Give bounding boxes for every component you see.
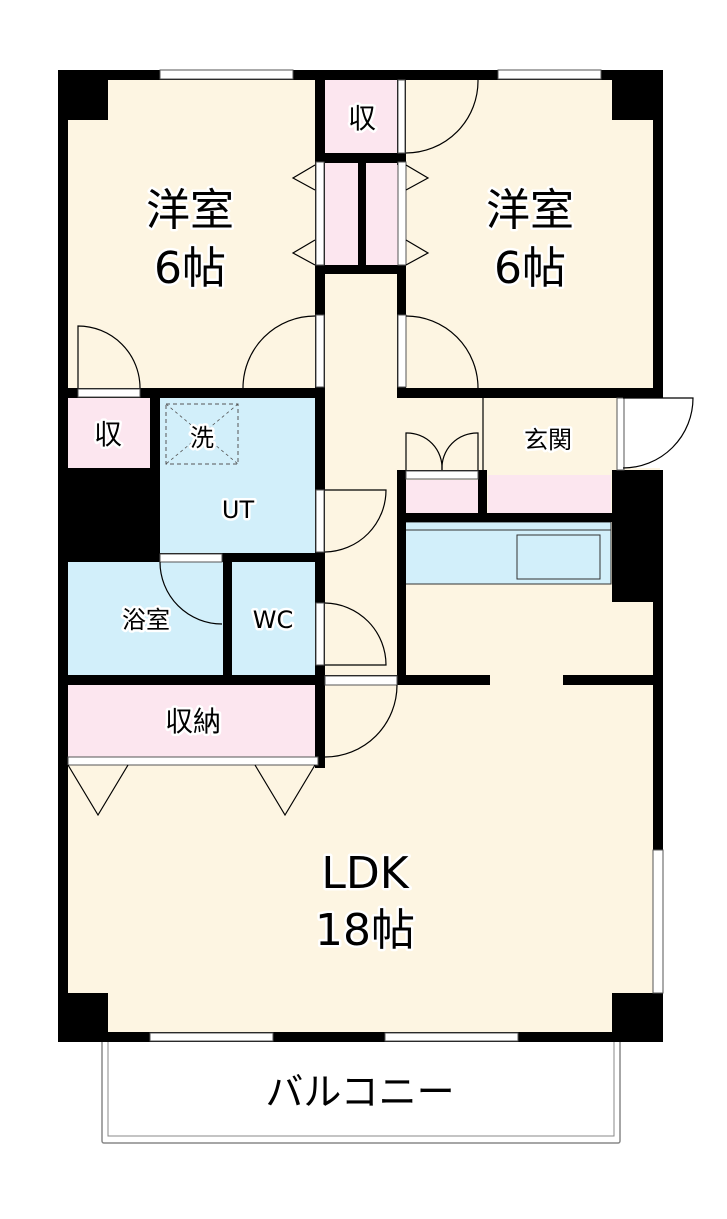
shoe-closet-left[interactable] (405, 480, 478, 515)
toilet-label: WC (253, 606, 294, 634)
storage-label: 収納 (165, 705, 221, 738)
closet-mid-right[interactable] (365, 162, 398, 267)
entrance-label: 玄関 (524, 426, 572, 454)
closet-top-label: 収 (348, 102, 376, 135)
balcony[interactable] (101, 1039, 621, 1144)
closet-mid-left[interactable] (325, 162, 360, 267)
sink-icon (516, 534, 601, 580)
ldk-label: LDK (321, 848, 409, 899)
closet-left-label: 収 (94, 418, 122, 451)
room-label-western-right: 洋室 (486, 185, 574, 236)
room-size-western-left: 6帖 (154, 243, 226, 294)
windows (149, 69, 664, 1042)
room-label-western-left: 洋室 (146, 185, 234, 236)
washer-space[interactable] (165, 403, 239, 465)
utility-room[interactable] (160, 398, 315, 553)
balcony-label: バルコニー (265, 1070, 454, 1114)
utility-label: UT (222, 496, 255, 524)
door-swings (67, 79, 694, 817)
toilet[interactable] (232, 562, 315, 675)
entrance-exterior (620, 398, 690, 468)
closet-left[interactable] (68, 398, 150, 468)
bathroom-label: 浴室 (122, 606, 170, 634)
counter-edge (404, 521, 612, 531)
closet-top[interactable] (325, 80, 400, 155)
room-size-western-right: 6帖 (494, 243, 566, 294)
door-frames (67, 79, 479, 766)
ldk-size: 18帖 (315, 905, 415, 956)
laundry-label: 洗 (190, 424, 214, 452)
walls (58, 70, 663, 1042)
shoe-closet-right[interactable] (488, 475, 611, 515)
storage-room[interactable] (68, 685, 318, 757)
